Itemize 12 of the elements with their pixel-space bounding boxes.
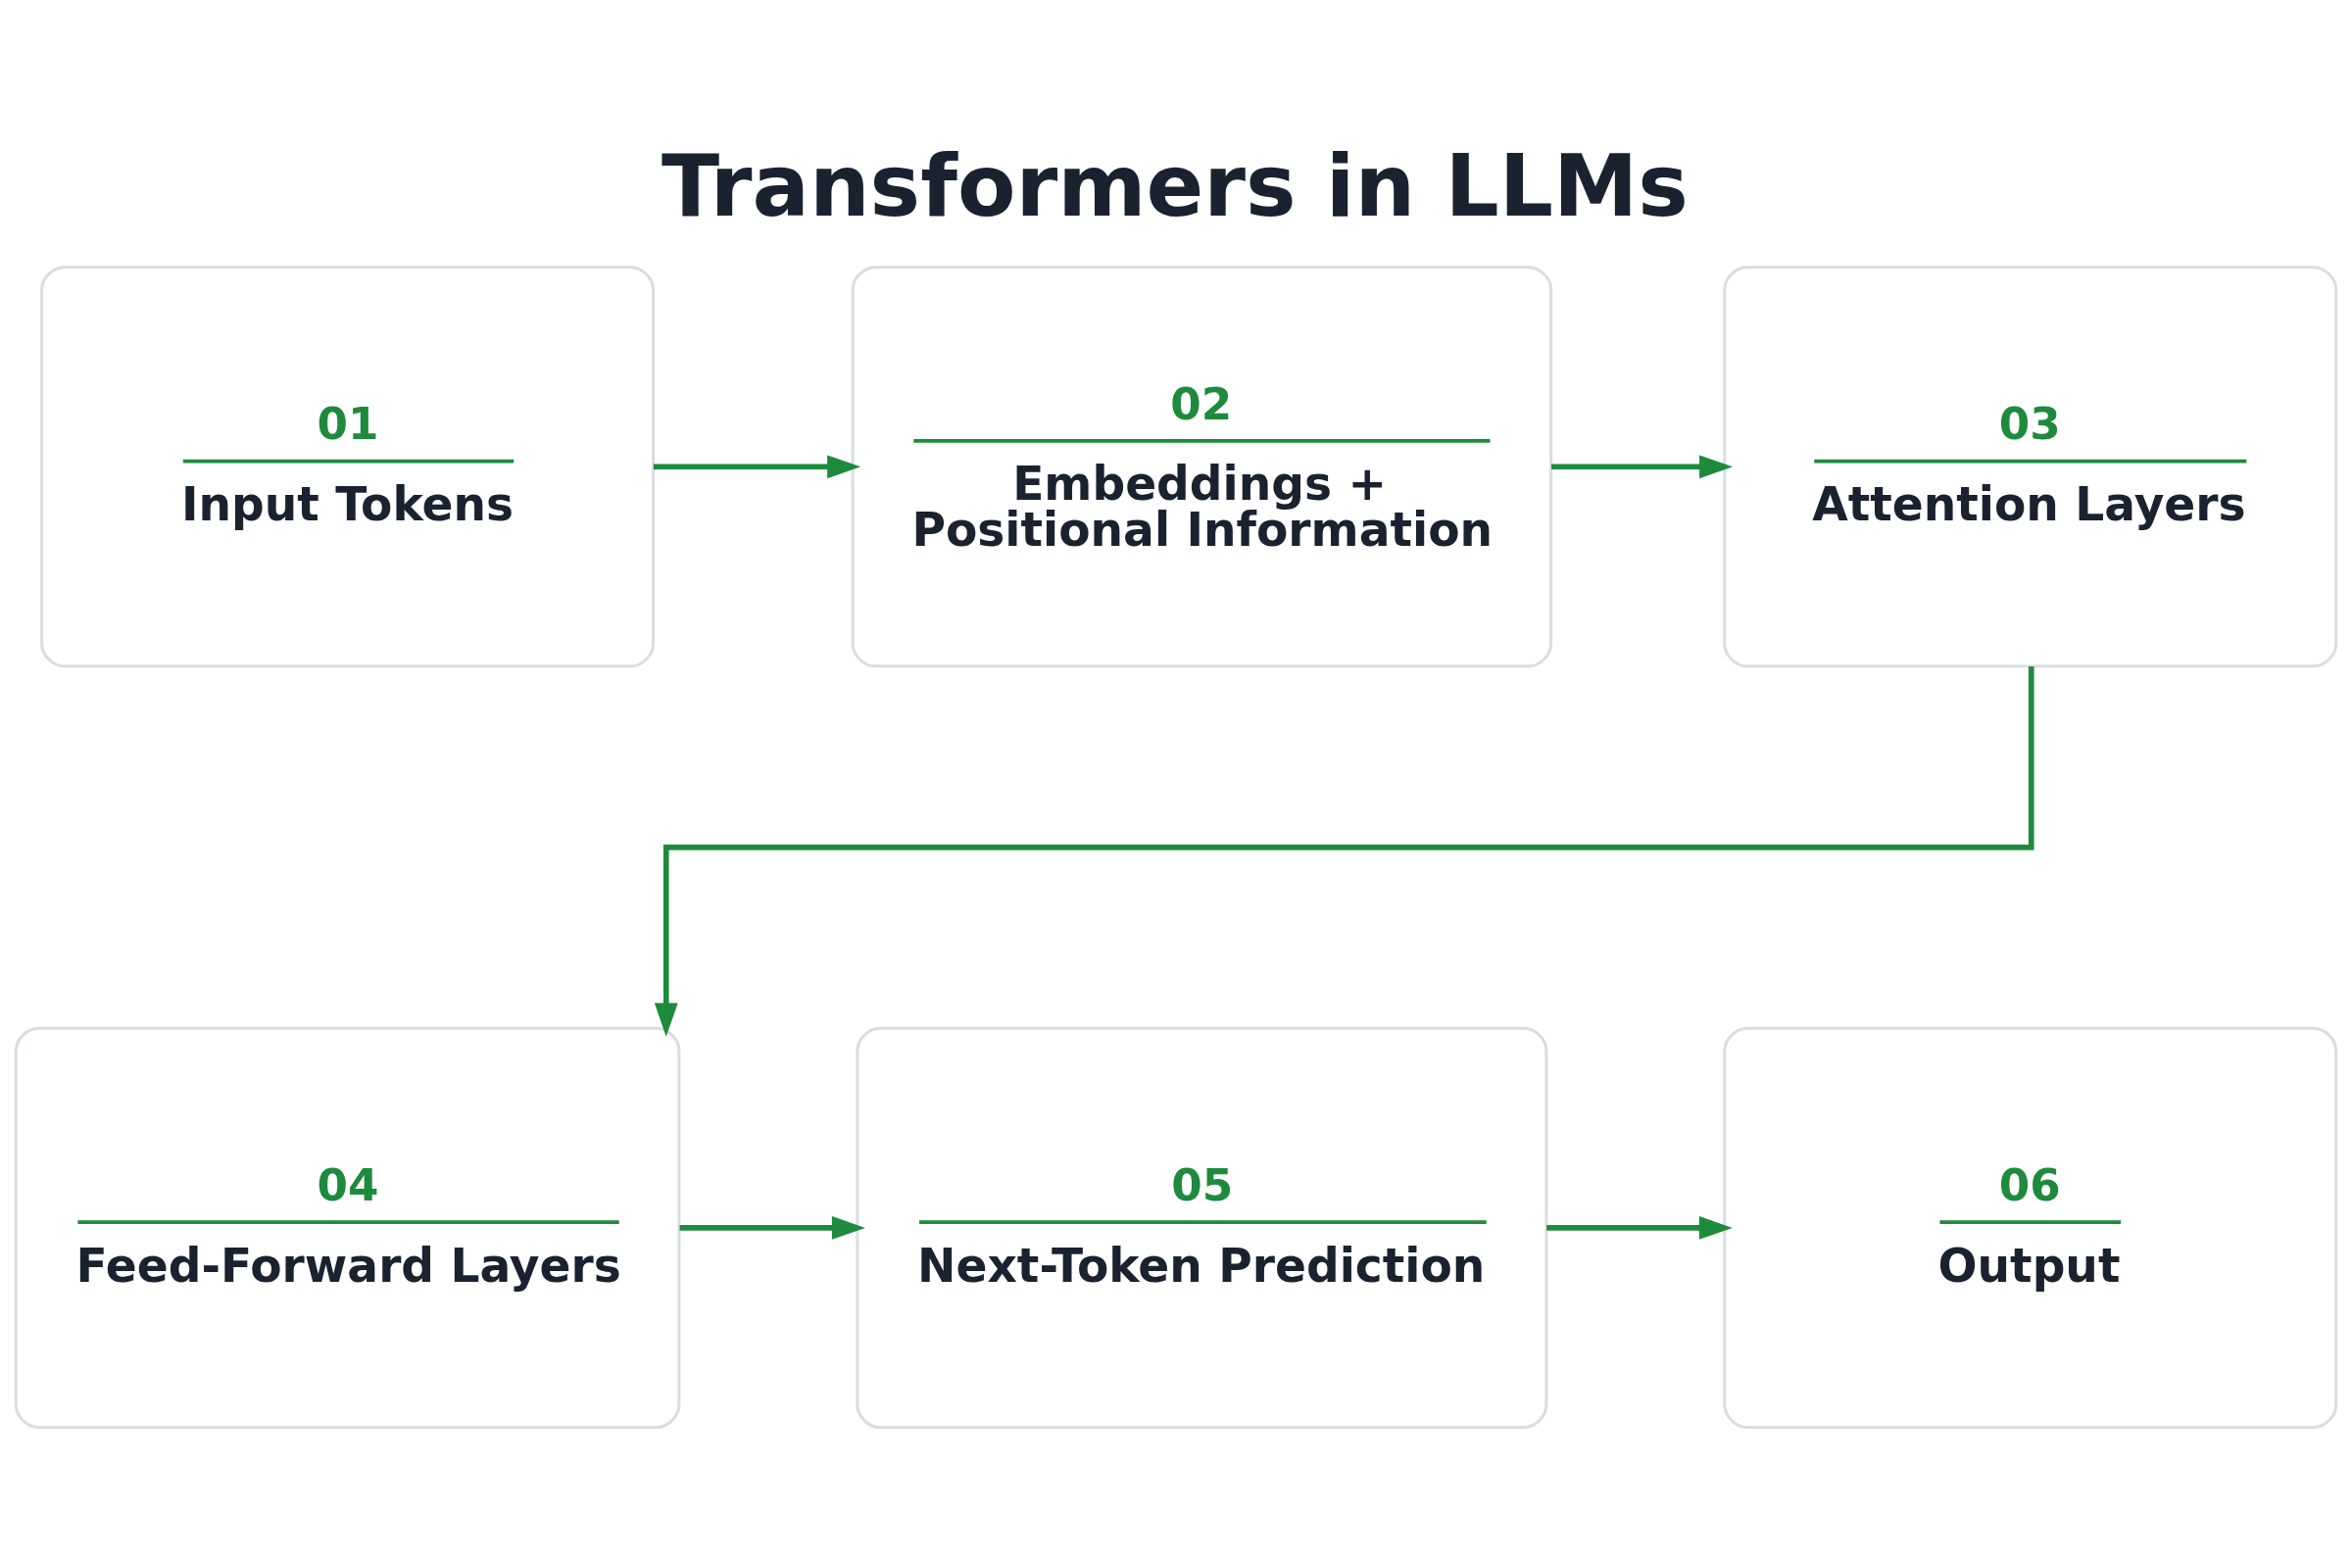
node-box: 01 Input Tokens	[40, 265, 656, 667]
arrow	[654, 665, 2034, 1037]
arrow	[653, 454, 861, 478]
arrow	[1546, 1215, 1733, 1240]
node-box: 06 Output	[1723, 1026, 2338, 1429]
node-box: 04 Feed-Forward Layers	[14, 1026, 681, 1429]
diagram-title: Transformers in LLMs	[662, 136, 1689, 235]
node-box: 02 Embeddings + Positional Information	[851, 265, 1553, 667]
arrow	[1551, 454, 1734, 478]
node-box: 03 Attention Layers	[1723, 265, 2338, 667]
node-box: 05 Next-Token Prediction	[856, 1026, 1548, 1429]
arrow	[679, 1215, 865, 1240]
